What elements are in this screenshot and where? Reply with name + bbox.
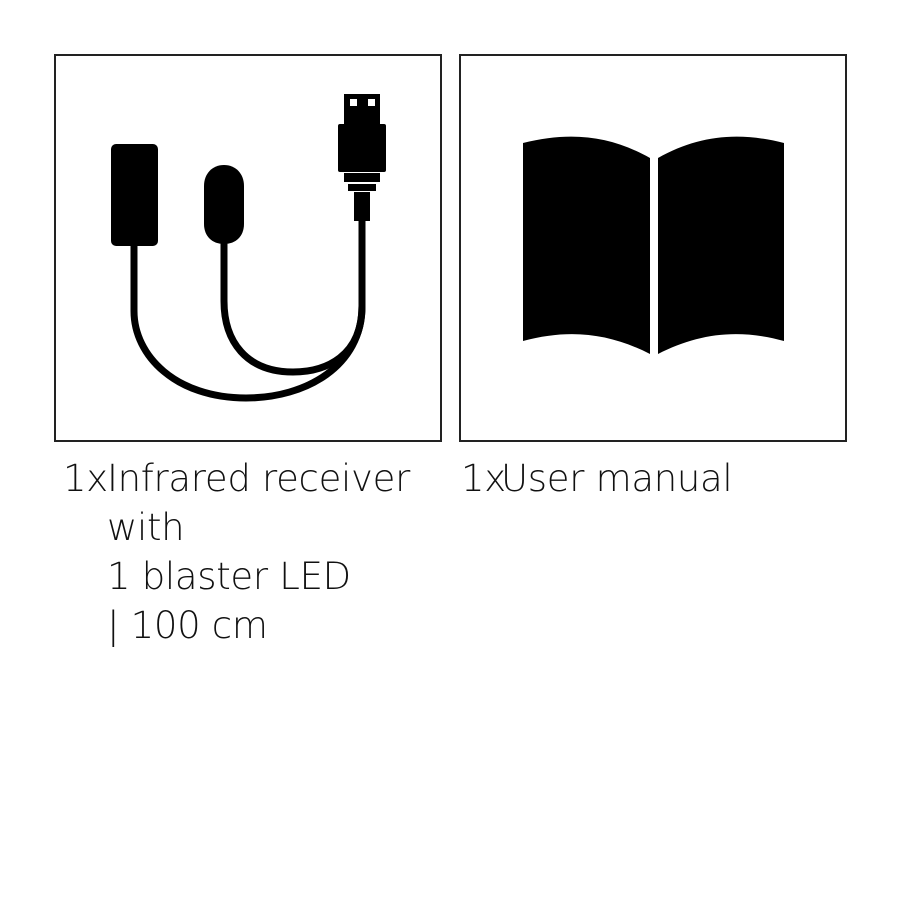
usb-ir-receiver-cable-icon [111,94,386,402]
item-caption: 1x Infrared receiver with 1 blaster LED … [54,454,442,650]
item-description-line: with [107,506,185,549]
item-description: User manual [501,454,847,503]
item-description-line: Infrared receiver [107,457,411,500]
package-item-ir-receiver: 1x Infrared receiver with 1 blaster LED … [54,54,442,650]
item-image-frame [459,54,847,442]
package-item-user-manual: 1x User manual [459,54,847,503]
item-description-line: | 100 cm [107,604,268,647]
item-quantity: 1x [63,457,108,500]
item-description-line: 1 blaster LED [107,555,351,598]
item-image-frame [54,54,442,442]
item-description-line: User manual [501,457,733,500]
open-book-icon [523,136,784,354]
item-caption: 1x User manual [459,454,847,503]
item-quantity: 1x [461,457,506,500]
item-description: Infrared receiver with 1 blaster LED | 1… [107,454,442,650]
